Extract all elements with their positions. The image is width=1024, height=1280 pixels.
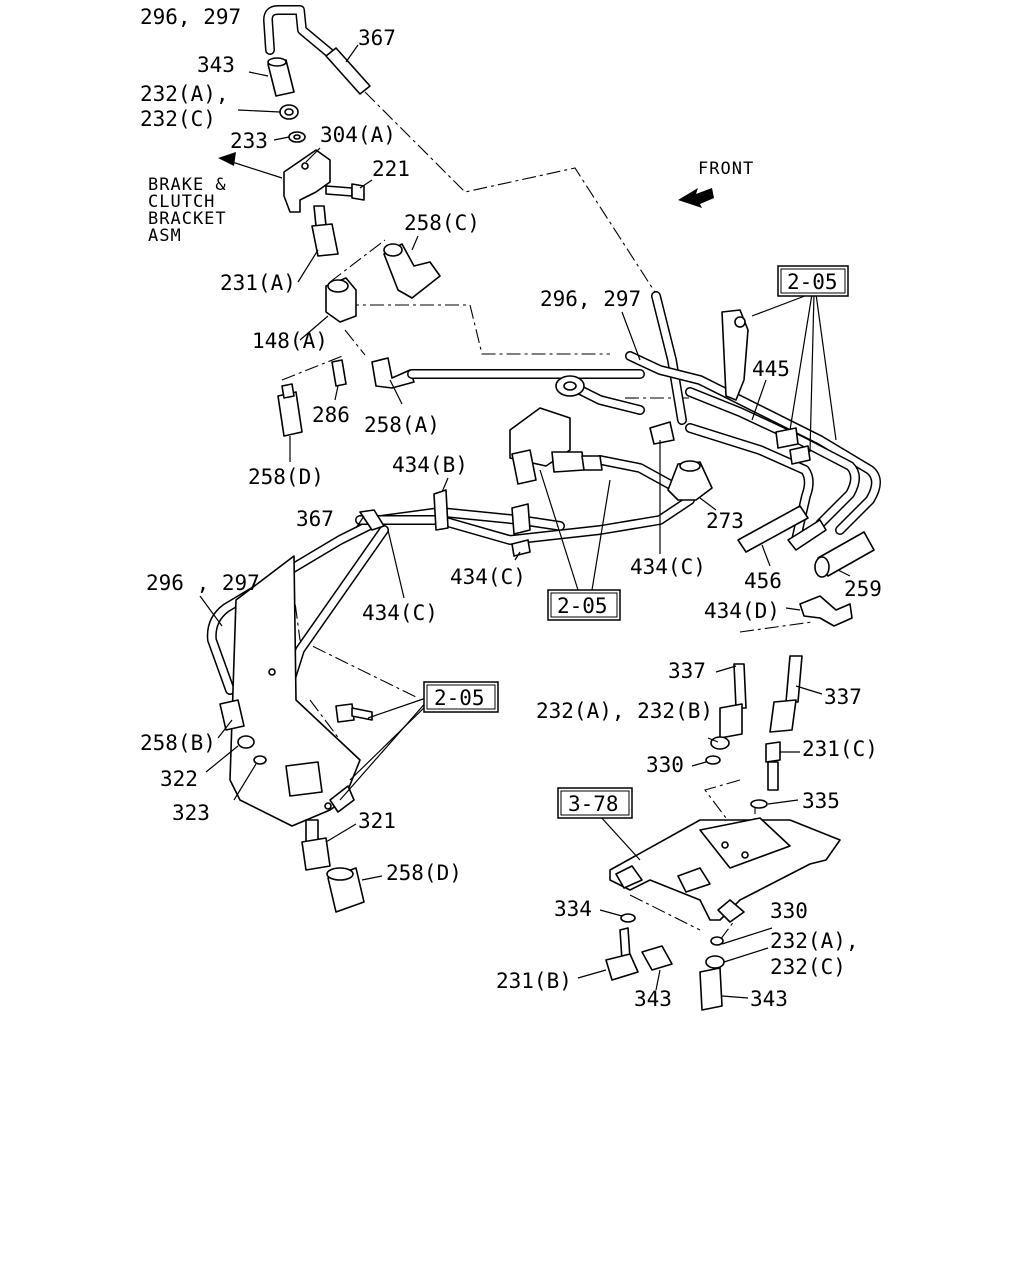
label-258d-bot: 258(D): [386, 861, 462, 885]
label-231c: 231(C): [802, 737, 878, 761]
brake-note-line4: ASM: [148, 226, 182, 246]
base-plate: [605, 817, 841, 1011]
label-330-bot: 330: [770, 899, 808, 923]
label-148a: 148(A): [252, 329, 328, 353]
label-233: 233: [230, 129, 268, 153]
label-231a: 231(A): [220, 271, 296, 295]
ref-box-205-left[interactable]: 2-05: [423, 681, 499, 713]
label-335: 335: [802, 789, 840, 813]
label-232c: 232(C): [140, 107, 216, 131]
label-258c: 258(C): [404, 211, 480, 235]
label-296-297-top: 296, 297: [140, 5, 241, 29]
right-clip-stack: [705, 595, 853, 809]
label-434d: 434(D): [704, 599, 780, 623]
label-321: 321: [358, 809, 396, 833]
front-arrow: [678, 188, 714, 208]
brake-note-line1: BRAKE &: [148, 175, 227, 195]
lower-left-parts: [219, 555, 373, 913]
label-221: 221: [372, 157, 410, 181]
label-367-top: 367: [358, 26, 396, 50]
brake-note-line3: BRACKET: [148, 209, 227, 229]
label-343-bot1: 343: [634, 987, 672, 1011]
leader-lines: [199, 44, 851, 999]
label-367-mid: 367: [296, 507, 334, 531]
label-273: 273: [706, 509, 744, 533]
ref-205-top-text: 2-05: [787, 270, 838, 294]
brake-note-line2: CLUTCH: [148, 192, 215, 212]
label-456: 456: [744, 569, 782, 593]
label-286: 286: [312, 403, 350, 427]
label-258a: 258(A): [364, 413, 440, 437]
label-330-top: 330: [646, 753, 684, 777]
label-304a: 304(A): [320, 123, 396, 147]
ref-205-left-text: 2-05: [434, 686, 485, 710]
ref-box-205-mid[interactable]: 2-05: [547, 589, 621, 621]
part-labels: 296, 297 367 343 232(A), 232(C) 233 304(…: [140, 5, 882, 1011]
label-232a-bot: 232(A),: [770, 929, 859, 953]
label-334: 334: [554, 897, 592, 921]
label-434b: 434(B): [392, 453, 468, 477]
label-258d-top: 258(D): [248, 465, 324, 489]
front-label: FRONT: [698, 159, 754, 179]
label-296-297-left: 296 , 297: [146, 571, 260, 595]
ref-box-378[interactable]: 3-78: [557, 787, 633, 819]
label-337-left: 337: [668, 659, 706, 683]
label-322: 322: [160, 767, 198, 791]
label-259: 259: [844, 577, 882, 601]
top-stack-parts: [218, 5, 441, 437]
ref-box-205-top[interactable]: 2-05: [777, 265, 849, 297]
label-337-right: 337: [824, 685, 862, 709]
label-343-bot2: 343: [750, 987, 788, 1011]
tubes: [206, 291, 881, 785]
label-296-297-mid: 296, 297: [540, 287, 641, 311]
label-434c-1: 434(C): [450, 565, 526, 589]
label-434c-2: 434(C): [630, 555, 706, 579]
label-231b: 231(B): [496, 969, 572, 993]
label-434c-3: 434(C): [362, 601, 438, 625]
label-232a: 232(A),: [140, 82, 229, 106]
label-323: 323: [172, 801, 210, 825]
label-445: 445: [752, 357, 790, 381]
label-232c-bot: 232(C): [770, 955, 846, 979]
label-232ab: 232(A), 232(B): [536, 699, 713, 723]
label-258b: 258(B): [140, 731, 216, 755]
ref-205-mid-text: 2-05: [557, 594, 608, 618]
label-343-top: 343: [197, 53, 235, 77]
ref-378-text: 3-78: [568, 792, 619, 816]
